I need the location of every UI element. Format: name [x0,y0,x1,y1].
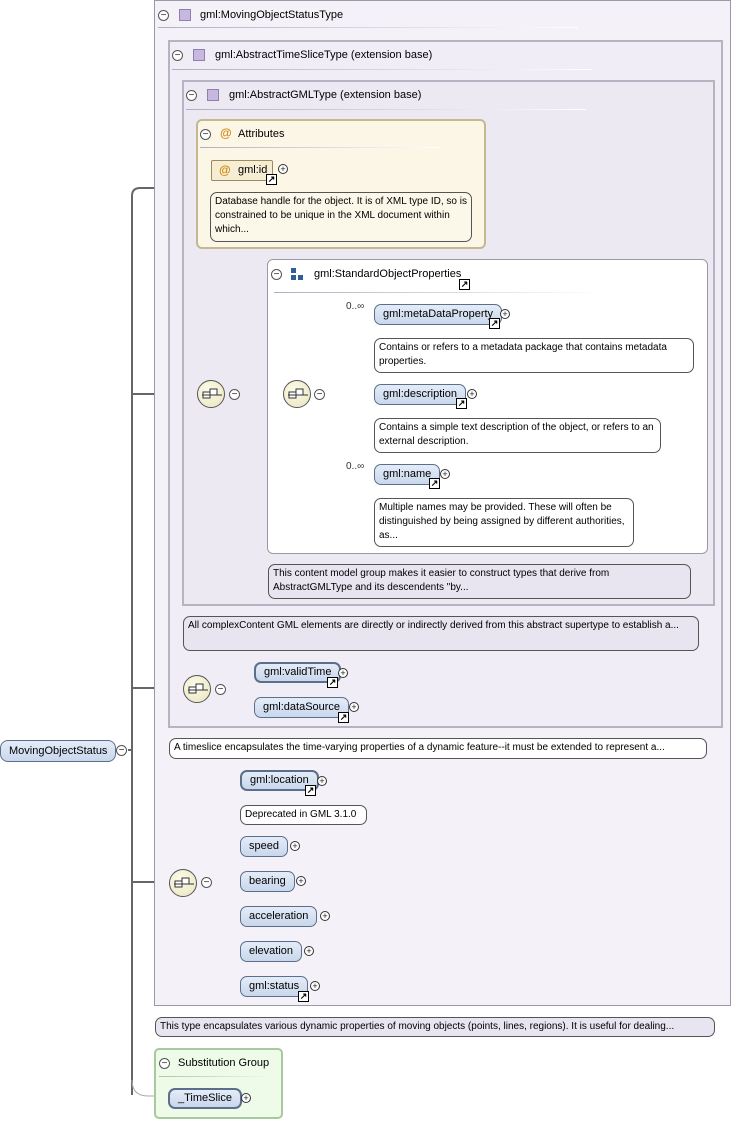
type-annotation: This type encapsulates various dynamic p… [155,1017,715,1037]
collapse-icon[interactable]: − [172,50,183,61]
description-note: Contains a simple text description of th… [374,418,661,453]
element-timeslice[interactable]: _TimeSlice [168,1088,242,1109]
collapse-icon[interactable]: − [158,10,169,21]
arrow-link-icon[interactable]: ↗ [456,398,467,409]
collapse-icon[interactable]: − [186,90,197,101]
plus-circle-icon[interactable]: + [290,841,300,851]
arrow-link-icon[interactable]: ↗ [489,318,500,329]
type-frame-title: gml:MovingObjectStatusType [200,9,344,21]
element-location[interactable]: gml:location [240,770,319,791]
complex-type-icon [193,49,205,61]
plus-circle-icon[interactable]: + [320,911,330,921]
complex-type-icon [179,9,191,21]
sequence-compositor-icon[interactable] [197,380,225,408]
element-name[interactable]: gml:name [374,464,441,485]
collapse-icon[interactable]: − [314,389,325,400]
arrow-link-icon[interactable]: ↗ [266,174,277,185]
attributes-title: Attributes [238,128,285,140]
separator [172,69,592,70]
element-description[interactable]: gml:description [374,384,466,405]
timeslice-frame-title: gml:AbstractTimeSliceType (extension bas… [215,49,433,61]
arrow-link-icon[interactable]: ↗ [298,991,309,1002]
location-note: Deprecated in GML 3.1.0 [240,805,367,825]
collapse-icon[interactable]: − [229,389,240,400]
plus-circle-icon[interactable]: + [467,389,477,399]
plus-circle-icon[interactable]: + [296,876,306,886]
root-element[interactable]: MovingObjectStatus [0,740,117,762]
collapse-icon[interactable]: − [116,745,127,756]
separator [200,147,440,148]
sequence-compositor-icon[interactable] [183,675,211,703]
collapse-icon[interactable]: − [159,1058,170,1069]
complex-type-icon [207,89,219,101]
element-bearing[interactable]: bearing [240,871,295,892]
plus-circle-icon[interactable]: + [349,702,359,712]
arrow-link-icon[interactable]: ↗ [459,279,470,290]
at-icon: @ [220,126,232,140]
attribute-id[interactable]: @ gml:id [211,160,273,181]
separator [158,27,578,28]
plus-circle-icon[interactable]: + [310,981,320,991]
plus-circle-icon[interactable]: + [440,469,450,479]
standard-properties-annotation: This content model group makes it easier… [268,564,691,599]
timeslice-annotation: A timeslice encapsulates the time-varyin… [169,738,707,759]
gml-type-frame-title: gml:AbstractGMLType (extension base) [229,89,422,101]
plus-circle-icon[interactable]: + [338,668,348,678]
at-icon: @ [219,163,231,177]
attribute-id-note: Database handle for the object. It is of… [210,192,472,242]
substitution-group-title: Substitution Group [178,1057,270,1069]
collapse-icon[interactable]: − [200,129,211,140]
collapse-icon[interactable]: − [271,269,282,280]
group-icon [291,268,303,280]
attribute-id-label: gml:id [238,164,268,176]
sequence-compositor-icon[interactable] [283,380,311,408]
standard-properties-title: gml:StandardObjectProperties [314,268,462,280]
plus-circle-icon[interactable]: + [241,1093,251,1103]
sequence-compositor-icon[interactable] [169,869,197,897]
element-datasource[interactable]: gml:dataSource [254,697,350,718]
element-elevation[interactable]: elevation [240,941,303,962]
arrow-link-icon[interactable]: ↗ [429,478,440,489]
separator [159,1076,269,1077]
plus-circle-icon[interactable]: + [317,776,327,786]
cardinality-label: 0..∞ [346,461,365,472]
collapse-icon[interactable]: − [201,877,212,888]
element-speed[interactable]: speed [240,836,288,857]
arrow-link-icon[interactable]: ↗ [305,785,316,796]
plus-circle-icon[interactable]: + [500,309,510,319]
cardinality-label: 0..∞ [346,301,365,312]
arrow-link-icon[interactable]: ↗ [327,677,338,688]
element-metadataproperty[interactable]: gml:metaDataProperty [374,304,503,325]
separator [274,292,604,293]
arrow-link-icon[interactable]: ↗ [338,712,349,723]
plus-circle-icon[interactable]: + [304,946,314,956]
name-note: Multiple names may be provided. These wi… [374,498,634,547]
gml-type-annotation: All complexContent GML elements are dire… [183,616,699,651]
separator [186,109,586,110]
element-acceleration[interactable]: acceleration [240,906,318,927]
element-status[interactable]: gml:status [240,976,309,997]
collapse-icon[interactable]: − [215,684,226,695]
plus-circle-icon[interactable]: + [278,164,288,174]
metadataproperty-note: Contains or refers to a metadata package… [374,338,694,373]
